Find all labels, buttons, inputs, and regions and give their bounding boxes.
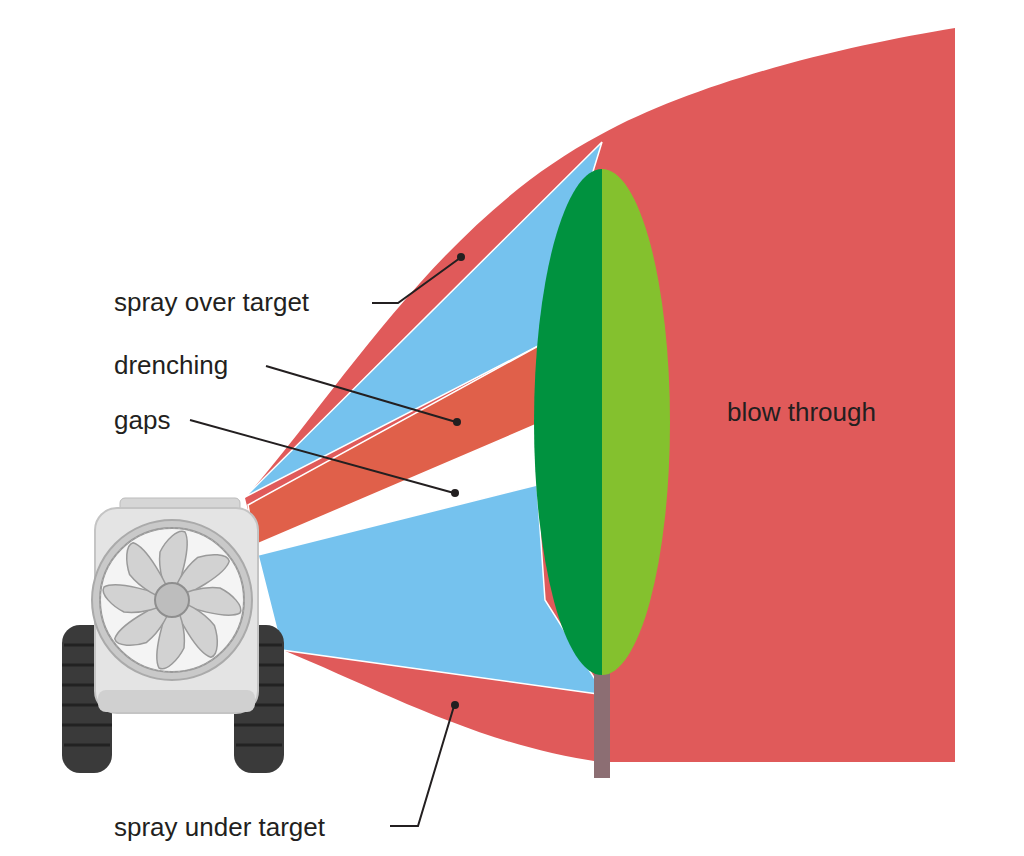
leader-lines [190, 258, 460, 826]
leader-dots [451, 253, 465, 709]
sprayer [62, 498, 284, 773]
spray-drift-region [245, 28, 955, 762]
tree-canopy-front [534, 169, 602, 675]
region-label: blow through [727, 397, 876, 427]
callout-label: spray under target [114, 812, 325, 842]
callout-label: spray over target [114, 287, 309, 317]
callout-label: drenching [114, 350, 228, 380]
tree-canopy-back [602, 169, 670, 675]
tree-trunk [594, 670, 610, 778]
callout-label: gaps [114, 405, 170, 435]
